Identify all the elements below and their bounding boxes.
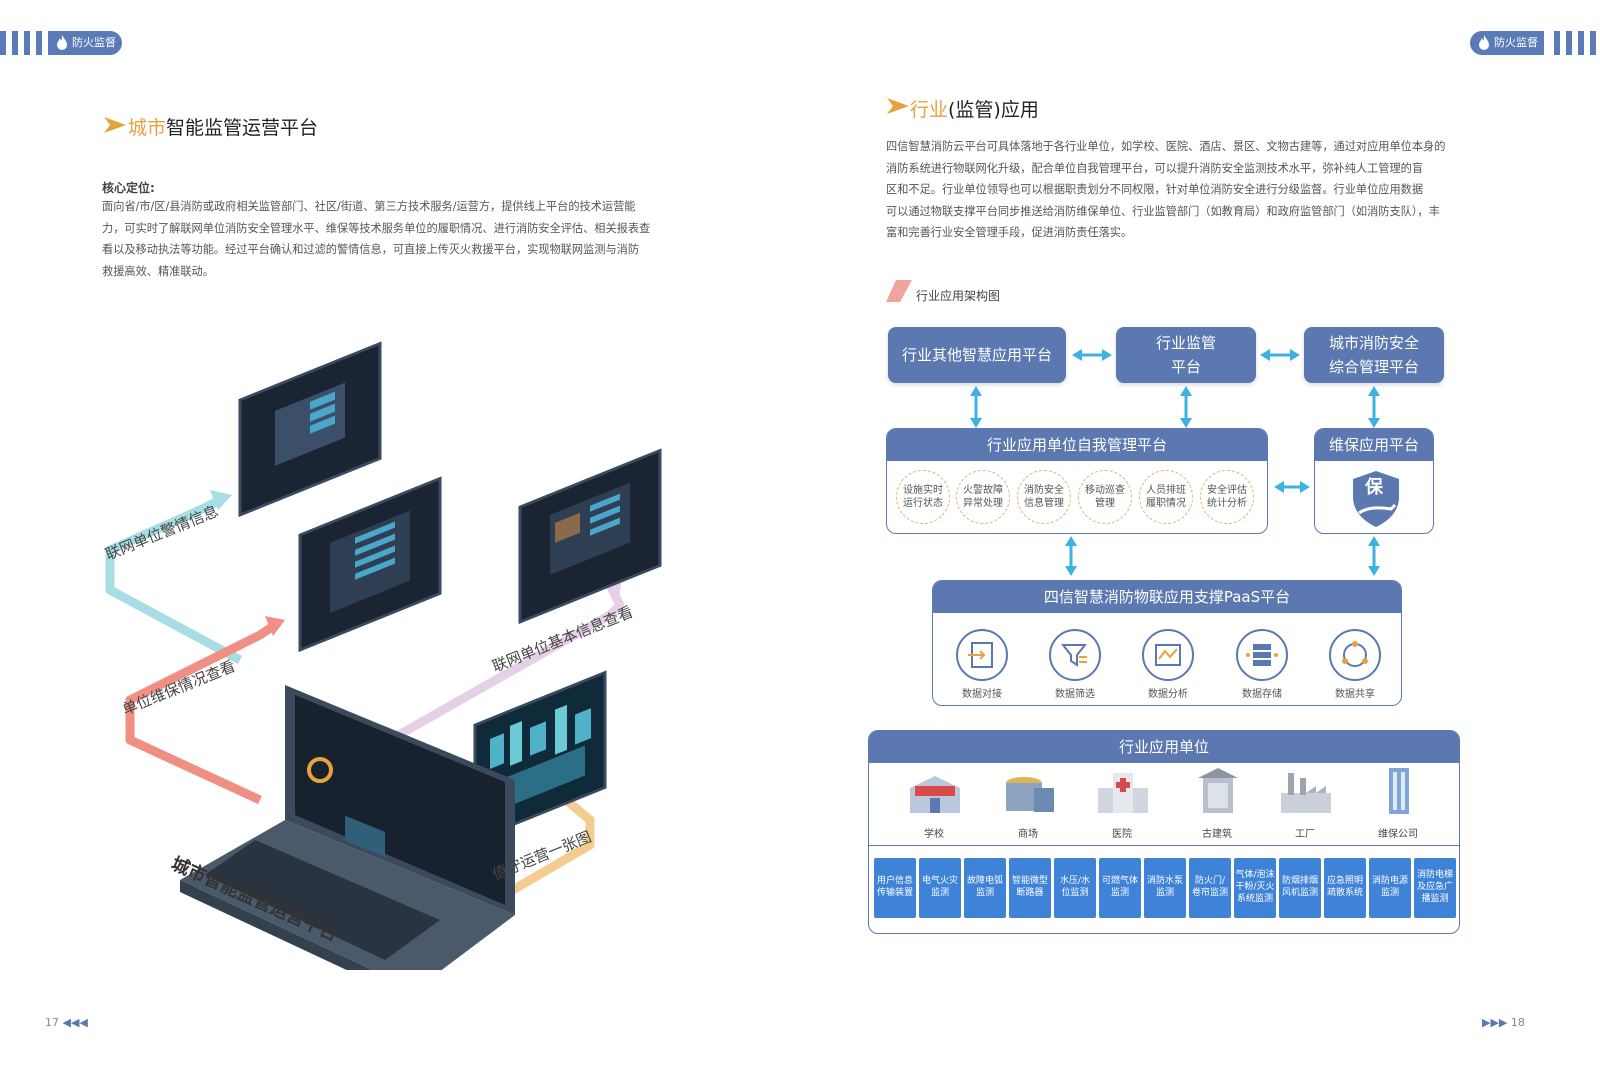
left-page-title: 城市智能监管运营平台 [128,117,319,139]
flame-icon [1479,35,1489,50]
paas-title: 四信智慧消防物联应用支撑PaaS平台 [933,581,1401,613]
monitor-cell: 水压/水 位监测 [1054,858,1096,918]
monitor-cell: 防火门/ 卷帘监测 [1189,858,1231,918]
paas-item-label: 数据对接 [962,689,1002,700]
monitor-cell: 消防电梯 及应急广 播监测 [1414,858,1456,918]
self-mgmt-item: 设施实时 运行状态 [896,470,950,524]
paas-item-label: 数据存储 [1242,689,1282,700]
title-arrow-icon [104,117,126,133]
platform-illustration: 联网单位警情信息 单位维保情况查看 联网单位基本信息查看 值守运营一张图 城市智… [103,341,662,970]
unit-label: 工厂 [1295,829,1315,840]
diagram-title-icon [886,280,912,302]
factory-icon [1281,773,1331,813]
monitor-cell: 应急照明 疏散系统 [1324,858,1366,918]
data-connect-icon [956,629,1008,681]
monitor-cell: 防烟排烟 风机监测 [1279,858,1321,918]
flow-label-unit-info: 联网单位基本信息查看 [490,603,636,676]
units-title: 行业应用单位 [869,731,1459,763]
ancient-building-icon [1198,768,1238,813]
self-mgmt-item: 火警故障 异常处理 [956,470,1010,524]
maint-title: 维保应用平台 [1315,429,1433,461]
right-page-title: 行业(监管)应用 [910,99,1039,121]
hospital-icon [1098,773,1148,813]
school-icon [910,776,960,813]
monitor-cell: 气体/泡沫 干粉/灭火 系统监测 [1234,858,1276,918]
unit-label: 维保公司 [1378,829,1418,840]
title-arrow-icon [887,98,909,114]
box-city-fire-safety: 城市消防安全 综合管理平台 [1304,327,1444,383]
self-mgmt-item: 安全评估 统计分析 [1200,470,1254,524]
monitor-cell: 电气火灾 监测 [919,858,961,918]
maintenance-company-icon [1389,768,1409,814]
flow-label-alarm: 联网单位警情信息 [103,502,221,564]
data-filter-icon [1049,629,1101,681]
monitor-cell: 智能微型 断路器 [1009,858,1051,918]
unit-label: 学校 [924,829,944,840]
right-intro: 四信智慧消防云平台可具体落地于各行业单位，如学校、医院、酒店、景区、文物古建等，… [886,140,1446,239]
mall-icon [1006,777,1054,812]
unit-label: 古建筑 [1202,829,1232,840]
paas-panel: 四信智慧消防物联应用支撑PaaS平台 [932,580,1402,706]
monitor-cell: 用户信息 传输装置 [874,858,916,918]
data-share-icon [1329,629,1381,681]
header-badge-left: 防火监督 [48,31,122,55]
self-mgmt-title: 行业应用单位自我管理平台 [887,429,1267,461]
core-label: 核心定位: [102,181,155,195]
paas-item-label: 数据共享 [1335,689,1375,700]
paas-item-label: 数据筛选 [1055,689,1095,700]
flow-label-maintenance: 单位维保情况查看 [120,657,238,719]
monitor-cell: 故障电弧 监测 [964,858,1006,918]
header-badge-text: 防火监督 [72,36,116,49]
self-mgmt-item: 移动巡查 管理 [1078,470,1132,524]
paas-item-label: 数据分析 [1148,689,1188,700]
box-other-platforms: 行业其他智慧应用平台 [888,327,1066,383]
monitor-cell: 消防水泵 监测 [1144,858,1186,918]
monitor-cell: 可燃气体 监测 [1099,858,1141,918]
self-mgmt-item: 人员排班 履职情况 [1139,470,1193,524]
data-storage-icon [1236,629,1288,681]
maint-panel: 维保应用平台 保 [1314,428,1434,534]
diagram-arrows [970,349,1380,576]
core-text: 面向省/市/区/县消防或政府相关监管部门、社区/街道、第三方技术服务/运营方，提… [102,200,651,278]
page-number-right: ▶▶▶ 18 [1482,1016,1525,1029]
unit-label: 医院 [1112,829,1132,840]
diagram-title: 行业应用架构图 [916,289,1001,303]
header-badge-text: 防火监督 [1494,36,1538,49]
header-badge-right: 防火监督 [1470,31,1544,55]
monitor-cell: 消防电源 监测 [1369,858,1411,918]
page-number-left: 17 ◀◀◀ [45,1016,88,1029]
shield-hand-icon [1353,471,1399,527]
data-analysis-icon [1142,629,1194,681]
box-industry-supervision: 行业监管 平台 [1116,327,1256,383]
unit-label: 商场 [1018,829,1038,840]
shield-char: 保 [1365,477,1383,498]
flame-icon [57,35,67,50]
self-mgmt-item: 消防安全 信息管理 [1017,470,1071,524]
